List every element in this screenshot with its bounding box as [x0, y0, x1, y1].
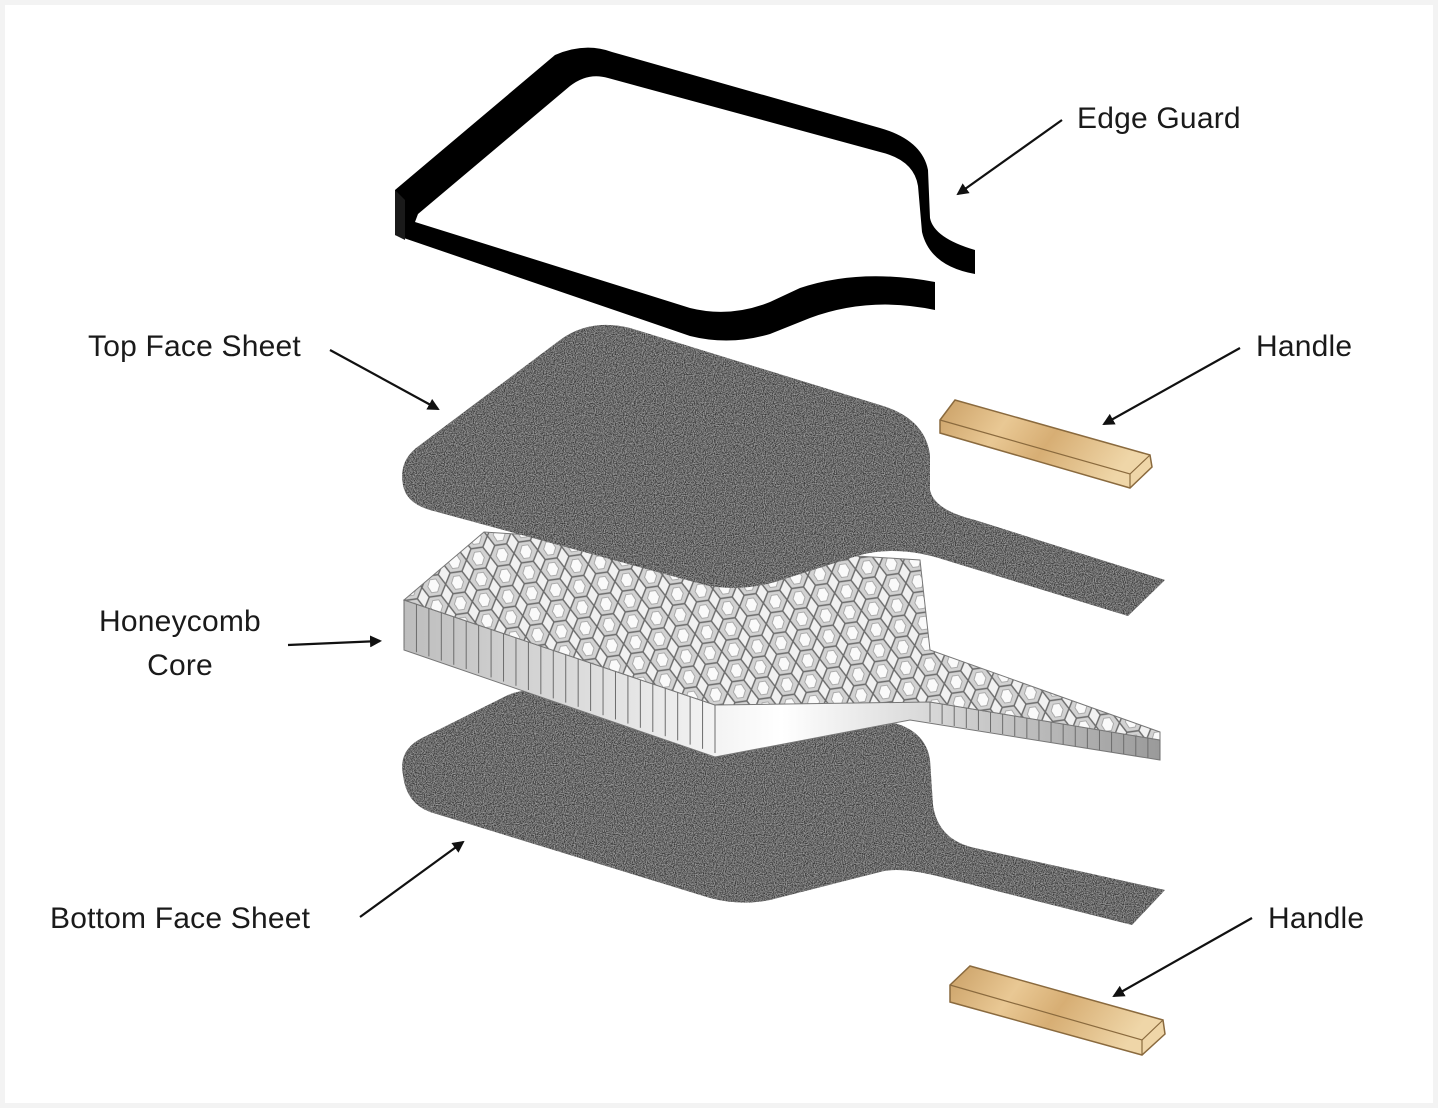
handle-bottom-part: [949, 965, 1166, 1056]
arrow-bottom-face-sheet: [359, 840, 465, 918]
arrow-handle-top: [1102, 347, 1241, 425]
edge-guard-part: [395, 47, 975, 341]
label-edge-guard: Edge Guard: [1077, 102, 1241, 135]
bottom-face-sheet-part: [402, 690, 1165, 925]
top-face-sheet-part: [402, 324, 1165, 616]
handle-top-part: [939, 399, 1153, 489]
honeycomb-core-part: [403, 531, 1161, 761]
arrow-edge-guard: [956, 119, 1063, 196]
honeycomb-cell-walls: [403, 600, 1161, 760]
label-handle-top: Handle: [1256, 330, 1353, 363]
label-honeycomb-line1: Honeycomb: [99, 605, 261, 638]
callout-arrows: [287, 119, 1253, 997]
label-bottom-face-sheet: Bottom Face Sheet: [50, 902, 311, 935]
arrow-handle-bottom: [1112, 917, 1253, 997]
label-handle-bottom: Handle: [1268, 902, 1365, 935]
label-honeycomb-line2: Core: [147, 649, 213, 682]
arrow-top-face-sheet: [329, 349, 440, 410]
label-top-face-sheet: Top Face Sheet: [88, 330, 301, 363]
arrow-honeycomb-core: [287, 635, 382, 648]
